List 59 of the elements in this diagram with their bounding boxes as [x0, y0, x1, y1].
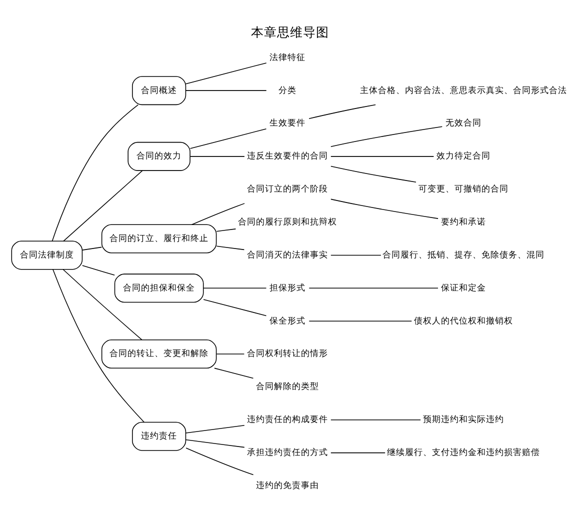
- connector: [308, 287, 438, 288]
- node-text: 保全形式: [270, 316, 306, 326]
- connector: [191, 202, 245, 225]
- connector: [330, 198, 438, 218]
- node-text: 合同权利转让的情形: [247, 348, 328, 359]
- node-text: 无效合同: [446, 118, 482, 128]
- connector: [185, 424, 245, 433]
- node-text: 债权人的代位权和撤销权: [414, 316, 514, 326]
- node-box: 合同的转让、变更和解除: [101, 339, 217, 368]
- node-text: 预期违约和实际违约: [423, 414, 504, 425]
- connector: [82, 264, 115, 276]
- node-box: 违约责任: [132, 421, 186, 450]
- node-text: 法律特征: [270, 52, 306, 62]
- node-text: 要约和承诺: [441, 216, 486, 227]
- node-text: 效力待定合同: [436, 151, 491, 162]
- connector: [190, 128, 267, 148]
- connector: [308, 104, 376, 118]
- node-text: 担保形式: [270, 282, 306, 293]
- connector: [203, 287, 267, 288]
- connector: [82, 246, 102, 250]
- node-text: 保证和定金: [441, 282, 486, 293]
- connector: [52, 104, 138, 241]
- connector: [62, 268, 142, 340]
- connector: [330, 165, 416, 182]
- node-box: 合同概述: [132, 76, 186, 105]
- node-text: 生效要件: [270, 118, 306, 128]
- node-text: 合同履行、抵销、提存、免除债务、混同: [382, 250, 545, 260]
- connector: [186, 447, 254, 475]
- connector: [185, 62, 267, 84]
- node-text: 可变更、可撤销的合同: [418, 184, 509, 194]
- connector: [330, 452, 386, 453]
- connector: [330, 126, 443, 146]
- node-box: 合同法律制度: [11, 240, 83, 270]
- node-text: 违约责任的构成要件: [247, 414, 328, 425]
- connector: [330, 254, 382, 256]
- connector: [308, 320, 412, 321]
- node-text: 违约的免责事由: [256, 480, 320, 490]
- node-box: 合同的担保和保全: [114, 273, 204, 302]
- node-text: 承担违约责任的方式: [247, 448, 328, 458]
- node-text: 合同订立的两个阶段: [247, 184, 328, 194]
- node-text: 分类: [278, 85, 297, 96]
- diagram-title: 本章思维导图: [251, 24, 329, 39]
- connector: [185, 438, 245, 448]
- connector: [330, 419, 421, 420]
- connector: [52, 268, 144, 422]
- connector: [214, 367, 254, 378]
- node-box: 合同的效力: [128, 141, 190, 170]
- connector: [216, 353, 245, 354]
- node-box: 合同的订立、履行和终止: [101, 224, 217, 253]
- connector: [203, 298, 267, 316]
- node-text: 主体合格、内容合法、意思表示真实、合同形式合法: [360, 85, 568, 96]
- connector: [216, 228, 236, 232]
- node-text: 合同的履行原则和抗辩权: [238, 216, 338, 227]
- node-text: 合同消灭的法律事实: [247, 250, 328, 260]
- node-text: 合同解除的类型: [256, 382, 320, 392]
- node-text: 继续履行、支付违约金和违约损害赔偿: [387, 448, 540, 458]
- connector: [216, 245, 245, 250]
- connector: [63, 170, 143, 241]
- node-text: 违反生效要件的合同: [247, 151, 328, 162]
